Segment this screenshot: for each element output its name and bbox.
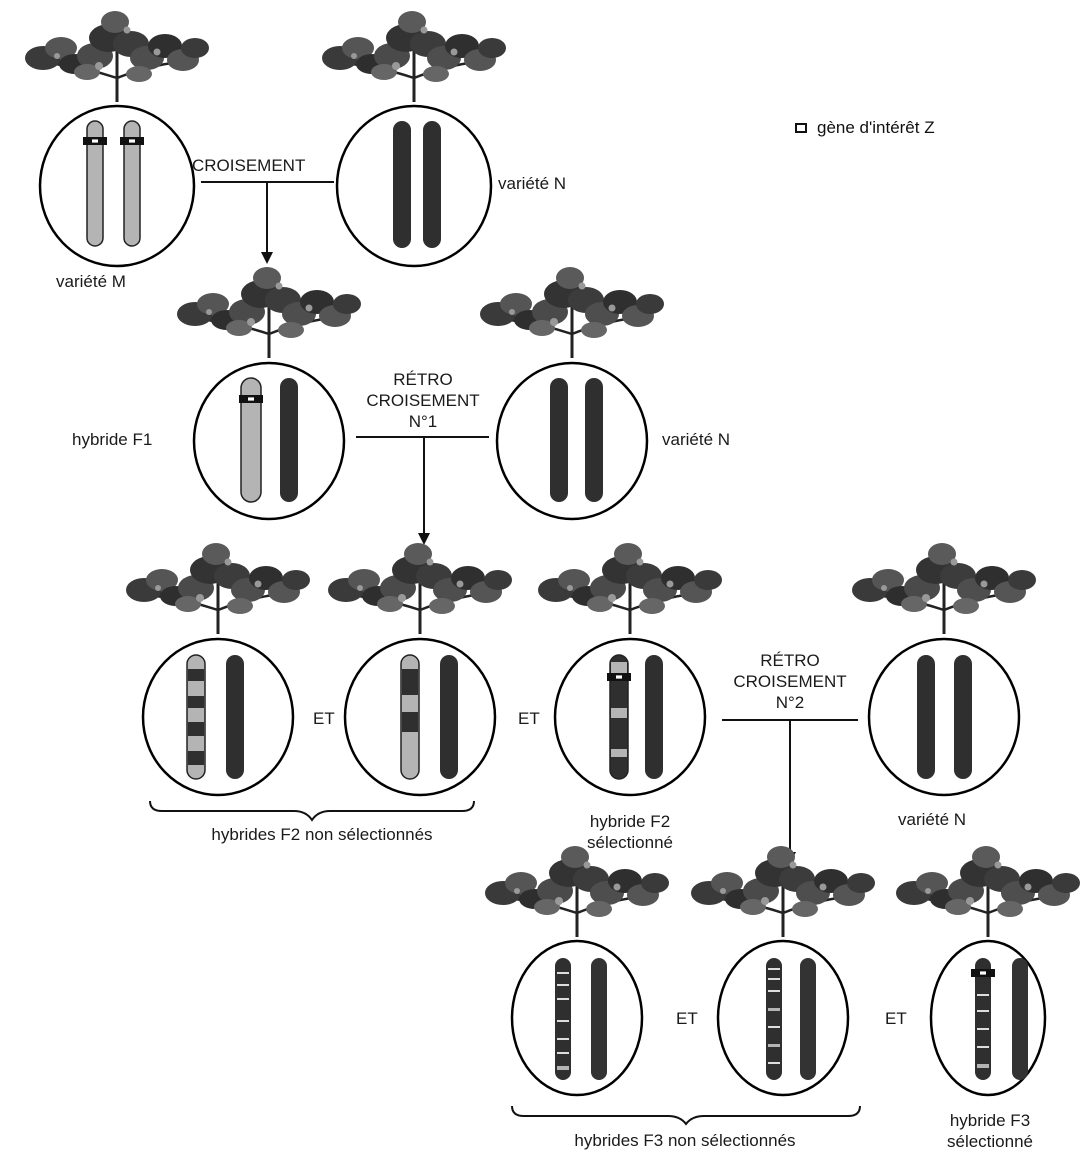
backcross-1-line-3: N°1 <box>353 411 493 432</box>
cross-label: CROISEMENT <box>192 155 305 176</box>
chromosome-n <box>645 655 663 779</box>
f2-hybrid-selected <box>538 543 722 795</box>
legend: gène d'intérêt Z <box>795 118 935 138</box>
backcross-2-connector <box>722 720 858 864</box>
recurrent-variety-n-2 <box>852 543 1036 795</box>
gene-z-marker <box>607 673 631 681</box>
gene-z-marker <box>239 395 263 403</box>
chromosome-n <box>393 121 411 248</box>
parent-variety-n <box>322 11 506 266</box>
backcross-1-line-1: RÉTRO <box>353 369 493 390</box>
legend-gene-label: gène d'intérêt Z <box>817 118 935 138</box>
backcross-1-line-2: CROISEMENT <box>353 390 493 411</box>
f2-selected-label: hybride F2 sélectionné <box>560 811 700 853</box>
chromosome-n <box>800 958 816 1080</box>
variety-n-label-3: variété N <box>898 809 966 830</box>
chromosome-n <box>591 958 607 1080</box>
and-label-f3-2: ET <box>885 1008 907 1029</box>
f3-hybrid-not-selected-2 <box>691 846 875 1095</box>
variety-m-label: variété M <box>56 271 126 292</box>
chromosome-n <box>585 378 603 502</box>
recurrent-variety-n-1 <box>480 267 664 519</box>
f3-selected-line-1: hybride F3 <box>930 1110 1050 1131</box>
f3-selected-line-2: sélectionné <box>930 1131 1050 1152</box>
f3-not-selected-label: hybrides F3 non sélectionnés <box>535 1130 835 1151</box>
f3-group-brace <box>512 1106 860 1124</box>
chromosome-n <box>440 655 458 779</box>
parent-variety-m <box>25 11 209 266</box>
f3-hybrid-not-selected-1 <box>485 846 669 1095</box>
gene-z-marker <box>971 969 995 977</box>
chromosome-n <box>917 655 935 779</box>
f2-selected-line-1: hybride F2 <box>560 811 700 832</box>
cross-connector <box>201 182 334 264</box>
f2-selected-line-2: sélectionné <box>560 832 700 853</box>
f2-not-selected-label: hybrides F2 non sélectionnés <box>172 824 472 845</box>
variety-n-label-2: variété N <box>662 429 730 450</box>
f2-hybrid-not-selected-1 <box>126 543 310 795</box>
backcross-1-label: RÉTRO CROISEMENT N°1 <box>353 369 493 432</box>
chromosome-n <box>226 655 244 779</box>
backcross-2-line-1: RÉTRO <box>719 650 861 671</box>
chromosome-recombinant <box>555 958 571 1080</box>
f2-hybrid-not-selected-2 <box>328 543 512 795</box>
and-label-f2-1: ET <box>313 708 335 729</box>
hybrid-f1-label: hybride F1 <box>72 429 152 450</box>
chromosome-n <box>280 378 298 502</box>
backcross-2-label: RÉTRO CROISEMENT N°2 <box>719 650 861 713</box>
backcross-2-line-3: N°2 <box>719 692 861 713</box>
gene-z-legend-icon <box>795 123 807 133</box>
gene-z-marker <box>83 137 107 145</box>
chromosome-n <box>423 121 441 248</box>
hybrid-f1 <box>177 267 361 519</box>
f3-hybrid-selected <box>896 846 1080 1095</box>
f3-selected-label: hybride F3 sélectionné <box>930 1110 1050 1152</box>
chromosome-recombinant <box>766 958 782 1080</box>
gene-z-marker <box>120 137 144 145</box>
chromosome-n <box>550 378 568 502</box>
chromosome-n <box>954 655 972 779</box>
backcross-1-connector <box>356 437 489 545</box>
and-label-f3-1: ET <box>676 1008 698 1029</box>
variety-n-label-1: variété N <box>498 173 566 194</box>
and-label-f2-2: ET <box>518 708 540 729</box>
f2-group-brace <box>150 801 474 820</box>
chromosome-n <box>1012 958 1028 1080</box>
backcross-2-line-2: CROISEMENT <box>719 671 861 692</box>
